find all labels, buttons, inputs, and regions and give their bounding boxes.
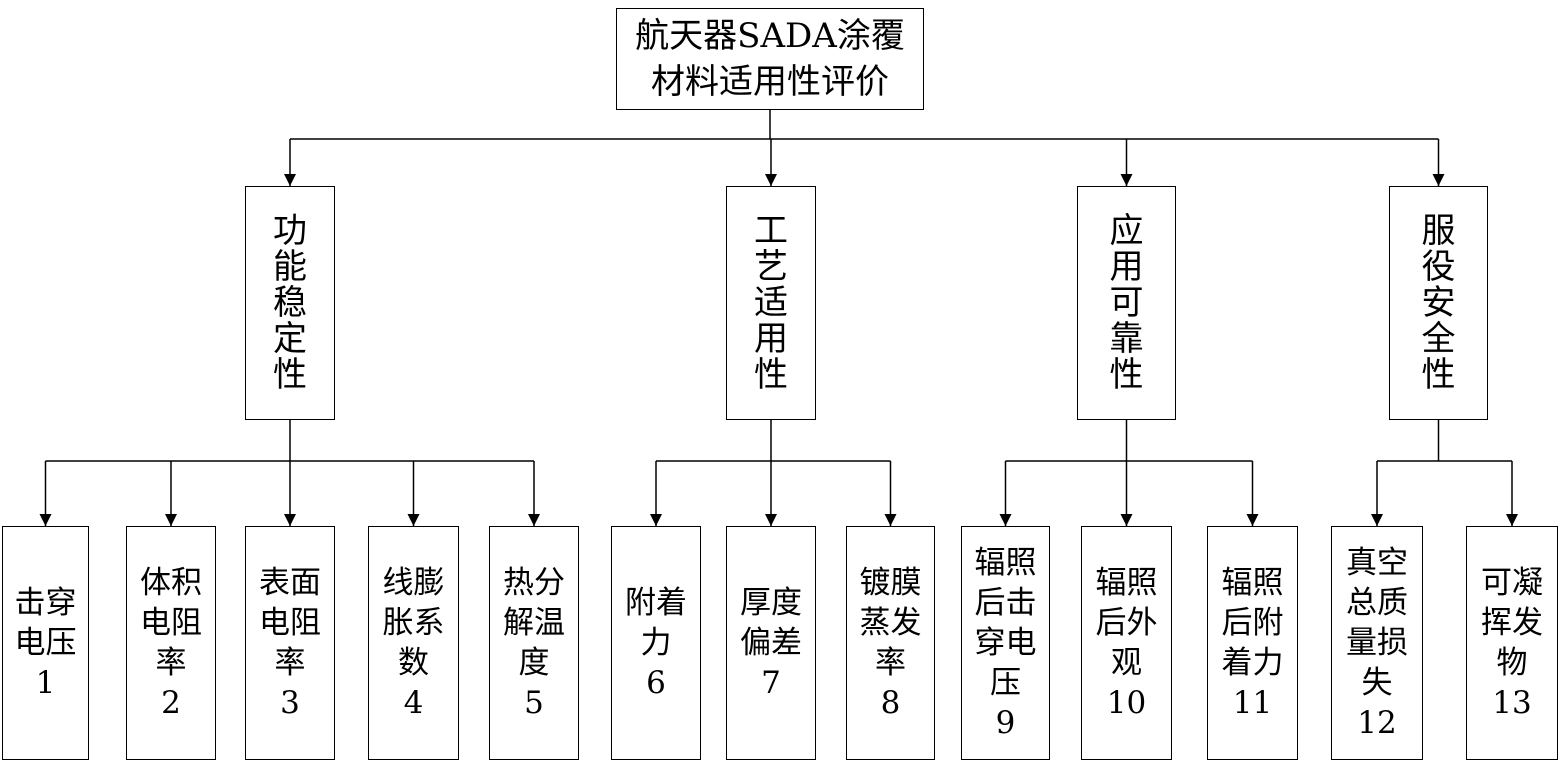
indicator-label-line: 着力 <box>1221 645 1284 681</box>
category-label-char: 功 <box>273 211 307 251</box>
category-node-func: 功能稳定性 <box>245 186 335 420</box>
indicator-label-line: 电压 <box>14 625 77 661</box>
indicator-label-line: 镀膜 <box>859 565 922 601</box>
indicator-label-line: 压 <box>990 665 1021 701</box>
indicator-label-line: 后击 <box>974 585 1037 621</box>
indicator-label-line: 胀系 <box>382 605 445 641</box>
indicator-label-line: 线膨 <box>382 565 445 601</box>
indicator-label-line: 量损 <box>1346 625 1408 661</box>
category-label-char: 能 <box>273 247 307 287</box>
indicator-label-line: 击穿 <box>14 585 77 621</box>
category-label-char: 性 <box>1421 355 1456 395</box>
indicator-node-6: 附着力 6 <box>611 526 701 760</box>
indicator-label-line: 5 <box>524 685 544 721</box>
category-node-proc: 工艺适用性 <box>726 186 816 420</box>
indicator-label-line: 4 <box>403 685 424 721</box>
indicator-label-line: 10 <box>1106 685 1147 721</box>
indicator-label-line: 物 <box>1496 645 1528 681</box>
indicator-node-8: 镀膜蒸发率 8 <box>846 526 935 760</box>
indicator-label-line: 2 <box>161 685 181 721</box>
indicator-node-10: 辐照后外观 10 <box>1081 526 1172 760</box>
indicator-label-line: 电阻 <box>140 605 202 641</box>
root-node: 航天器SADA涂覆 材料适用性评价 <box>616 8 924 110</box>
indicator-label-line: 13 <box>1492 685 1532 721</box>
indicator-node-4: 线膨胀系数 4 <box>368 526 459 760</box>
indicator-label-line: 7 <box>761 665 781 701</box>
category-label-char: 靠 <box>1109 319 1144 359</box>
indicator-label-line: 观 <box>1111 645 1142 681</box>
indicator-label-line: 3 <box>280 685 300 721</box>
indicator-label-line: 11 <box>1232 685 1273 721</box>
indicator-label-line: 6 <box>646 665 666 701</box>
indicator-node-12: 真空总质量损失 12 <box>1331 526 1423 760</box>
indicator-label-line: 偏差 <box>740 625 802 661</box>
indicator-label-line: 总质 <box>1346 585 1408 621</box>
indicator-label-line: 1 <box>35 665 56 701</box>
indicator-label-line: 解温 <box>503 605 565 641</box>
indicator-node-5: 热分解温度 5 <box>489 526 579 760</box>
category-label-char: 役 <box>1421 247 1456 287</box>
root-title-line-2: 材料适用性评价 <box>651 62 889 102</box>
category-label-char: 可 <box>1109 283 1144 323</box>
indicator-label-line: 真空 <box>1346 545 1408 581</box>
category-label-char: 安 <box>1421 283 1456 323</box>
indicator-label-line: 度 <box>518 645 550 681</box>
indicator-label-line: 率 <box>274 645 306 681</box>
indicator-label-line: 辐照 <box>974 545 1037 581</box>
indicator-label-line: 后外 <box>1095 605 1158 641</box>
indicator-label-line: 热分 <box>503 565 565 601</box>
category-node-rel: 应用可靠性 <box>1077 186 1176 420</box>
indicator-label-line: 蒸发 <box>859 605 922 641</box>
indicator-label-line: 力 <box>640 625 672 661</box>
category-label-char: 性 <box>273 355 307 395</box>
category-node-safe: 服役安全性 <box>1389 186 1488 420</box>
category-label-char: 全 <box>1421 319 1456 359</box>
indicator-label-line: 表面 <box>259 565 321 601</box>
root-title-line-1: 航天器SADA涂覆 <box>635 16 905 56</box>
indicator-label-line: 9 <box>995 705 1016 741</box>
indicator-label-line: 可凝 <box>1481 565 1543 601</box>
indicator-label-line: 数 <box>398 645 429 681</box>
indicator-label-line: 12 <box>1357 705 1397 741</box>
indicator-node-13: 可凝挥发物 13 <box>1466 526 1558 760</box>
category-label-char: 稳 <box>273 283 307 323</box>
indicator-node-2: 体积电阻率 2 <box>126 526 216 760</box>
category-label-char: 艺 <box>754 247 788 287</box>
category-label-char: 性 <box>1109 355 1144 395</box>
indicator-label-line: 后附 <box>1221 605 1284 641</box>
category-label-char: 应 <box>1109 211 1144 251</box>
indicator-label-line: 体积 <box>140 565 202 601</box>
indicator-node-9: 辐照后击穿电压 9 <box>961 526 1050 760</box>
indicator-label-line: 率 <box>875 645 906 681</box>
indicator-node-11: 辐照后附着力 11 <box>1207 526 1298 760</box>
indicator-label-line: 失 <box>1361 665 1393 701</box>
indicator-label-line: 辐照 <box>1221 565 1284 601</box>
category-label-char: 服 <box>1421 211 1456 251</box>
category-label-char: 性 <box>754 355 788 395</box>
indicator-label-line: 8 <box>880 685 901 721</box>
indicator-node-7: 厚度偏差 7 <box>726 526 816 760</box>
indicator-label-line: 辐照 <box>1095 565 1158 601</box>
indicator-label-line: 穿电 <box>974 625 1037 661</box>
category-label-char: 定 <box>273 319 307 359</box>
indicator-node-3: 表面电阻率 3 <box>245 526 335 760</box>
category-label-char: 用 <box>1109 247 1144 287</box>
indicator-label-line: 挥发 <box>1481 605 1543 641</box>
indicator-label-line: 厚度 <box>740 585 802 621</box>
category-label-char: 适 <box>754 283 788 323</box>
category-label-char: 用 <box>754 319 788 359</box>
indicator-label-line: 附着 <box>625 585 687 621</box>
indicator-node-1: 击穿电压 1 <box>2 526 89 760</box>
indicator-label-line: 电阻 <box>259 605 321 641</box>
category-label-char: 工 <box>754 211 788 251</box>
indicator-label-line: 率 <box>155 645 187 681</box>
